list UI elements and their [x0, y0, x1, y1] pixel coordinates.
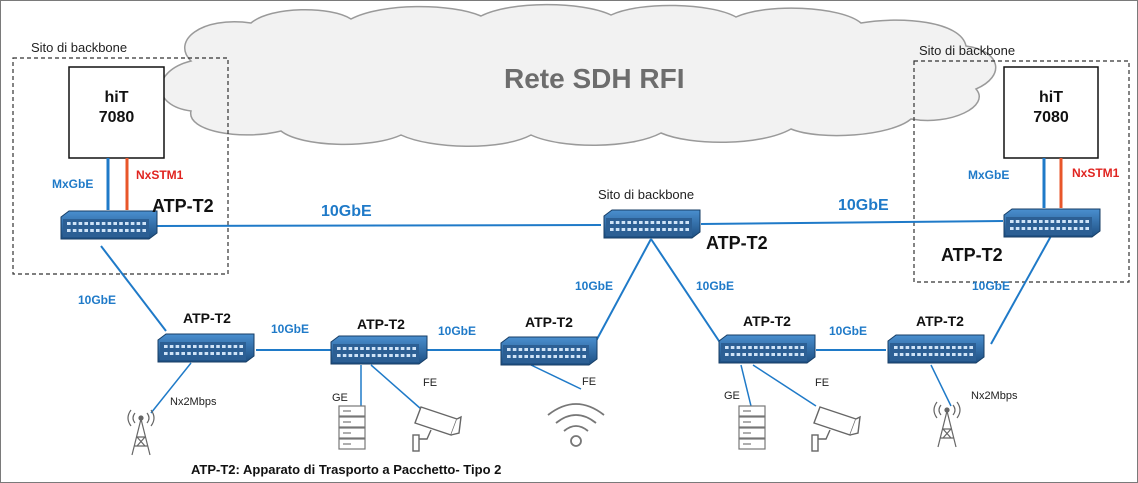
atp-t2-device-access-2: [330, 335, 428, 365]
cctv-camera-icon: [412, 406, 462, 452]
ge-label-right: GE: [724, 390, 740, 402]
device-label-center-backbone: ATP-T2: [706, 233, 768, 253]
right-site-box: [913, 60, 1130, 283]
hit-line1: hiT: [104, 89, 129, 106]
hit-line2: 7080: [98, 109, 135, 126]
footer-legend: ATP-T2: Apparato di Trasporto a Pacchett…: [191, 462, 502, 477]
atp-t2-device-backbone-left: [60, 210, 158, 240]
antenna-tower-icon: [933, 401, 961, 448]
ten-gbe-links: [100, 220, 1052, 351]
wifi-icon: [547, 403, 605, 447]
cloud-title: Rete SDH RFI: [504, 63, 685, 94]
ten-gbe-label-c: 10GbE: [438, 324, 477, 338]
sdh-cloud: [160, 3, 997, 147]
hit-label-right: hiT 7080: [1004, 88, 1098, 128]
device-label-access-3: ATP-T2: [525, 314, 573, 330]
left-site-label: Sito di backbone: [31, 40, 128, 55]
device-label-access-1: ATP-T2: [183, 310, 231, 326]
atp-t2-device-access-5: [887, 334, 985, 364]
fe-label-wifi: FE: [582, 376, 597, 388]
left-site-box: [12, 57, 229, 275]
center-site-label: Sito di backbone: [598, 187, 695, 202]
hit-box-right: [1003, 66, 1099, 159]
fe-label-left: FE: [423, 377, 438, 389]
hit-line1: hiT: [1039, 89, 1063, 106]
fe-label-right: FE: [815, 377, 830, 389]
hit-label-left: hiT 7080: [69, 88, 164, 128]
ge-label-left: GE: [332, 392, 348, 404]
ten-gbe-label-left: 10GbE: [321, 203, 372, 220]
nx2mbps-label-left: Nx2Mbps: [170, 396, 217, 408]
nxstm1-label-left: NxSTM1: [136, 168, 184, 182]
atp-t2-device-access-4: [718, 334, 816, 364]
nxstm1-label-right: NxSTM1: [1072, 166, 1120, 180]
device-label-access-5: ATP-T2: [916, 313, 964, 329]
mxgbe-label-right: MxGbE: [968, 168, 1010, 182]
cctv-camera-icon: [811, 406, 861, 452]
right-site-label: Sito di backbone: [919, 43, 1016, 58]
atp-t2-device-access-3: [500, 336, 598, 366]
atp-t2-device-backbone-center: [603, 209, 701, 239]
ten-gbe-label-d: 10GbE: [575, 279, 614, 293]
ten-gbe-label-f: 10GbE: [829, 324, 868, 338]
device-label-right-backbone: ATP-T2: [941, 245, 1003, 265]
antenna-tower-icon: [127, 409, 155, 456]
device-label-left-backbone: ATP-T2: [152, 196, 214, 216]
server-icon: [338, 405, 366, 450]
hit-line2: 7080: [1033, 109, 1069, 126]
hit-box-left: [68, 66, 165, 159]
nx2mbps-label-right: Nx2Mbps: [971, 390, 1018, 402]
device-label-access-4: ATP-T2: [743, 313, 791, 329]
atp-t2-device-access-1: [157, 333, 255, 363]
ten-gbe-label-e: 10GbE: [696, 279, 735, 293]
ten-gbe-label-b: 10GbE: [271, 322, 310, 336]
ten-gbe-label-g: 10GbE: [972, 279, 1011, 293]
ten-gbe-label-right: 10GbE: [838, 197, 889, 214]
atp-t2-device-backbone-right: [1003, 208, 1101, 238]
server-icon: [738, 405, 766, 450]
ten-gbe-label-a: 10GbE: [78, 293, 117, 307]
device-label-access-2: ATP-T2: [357, 316, 405, 332]
access-links: [150, 362, 952, 414]
mxgbe-label-left: MxGbE: [52, 177, 94, 191]
